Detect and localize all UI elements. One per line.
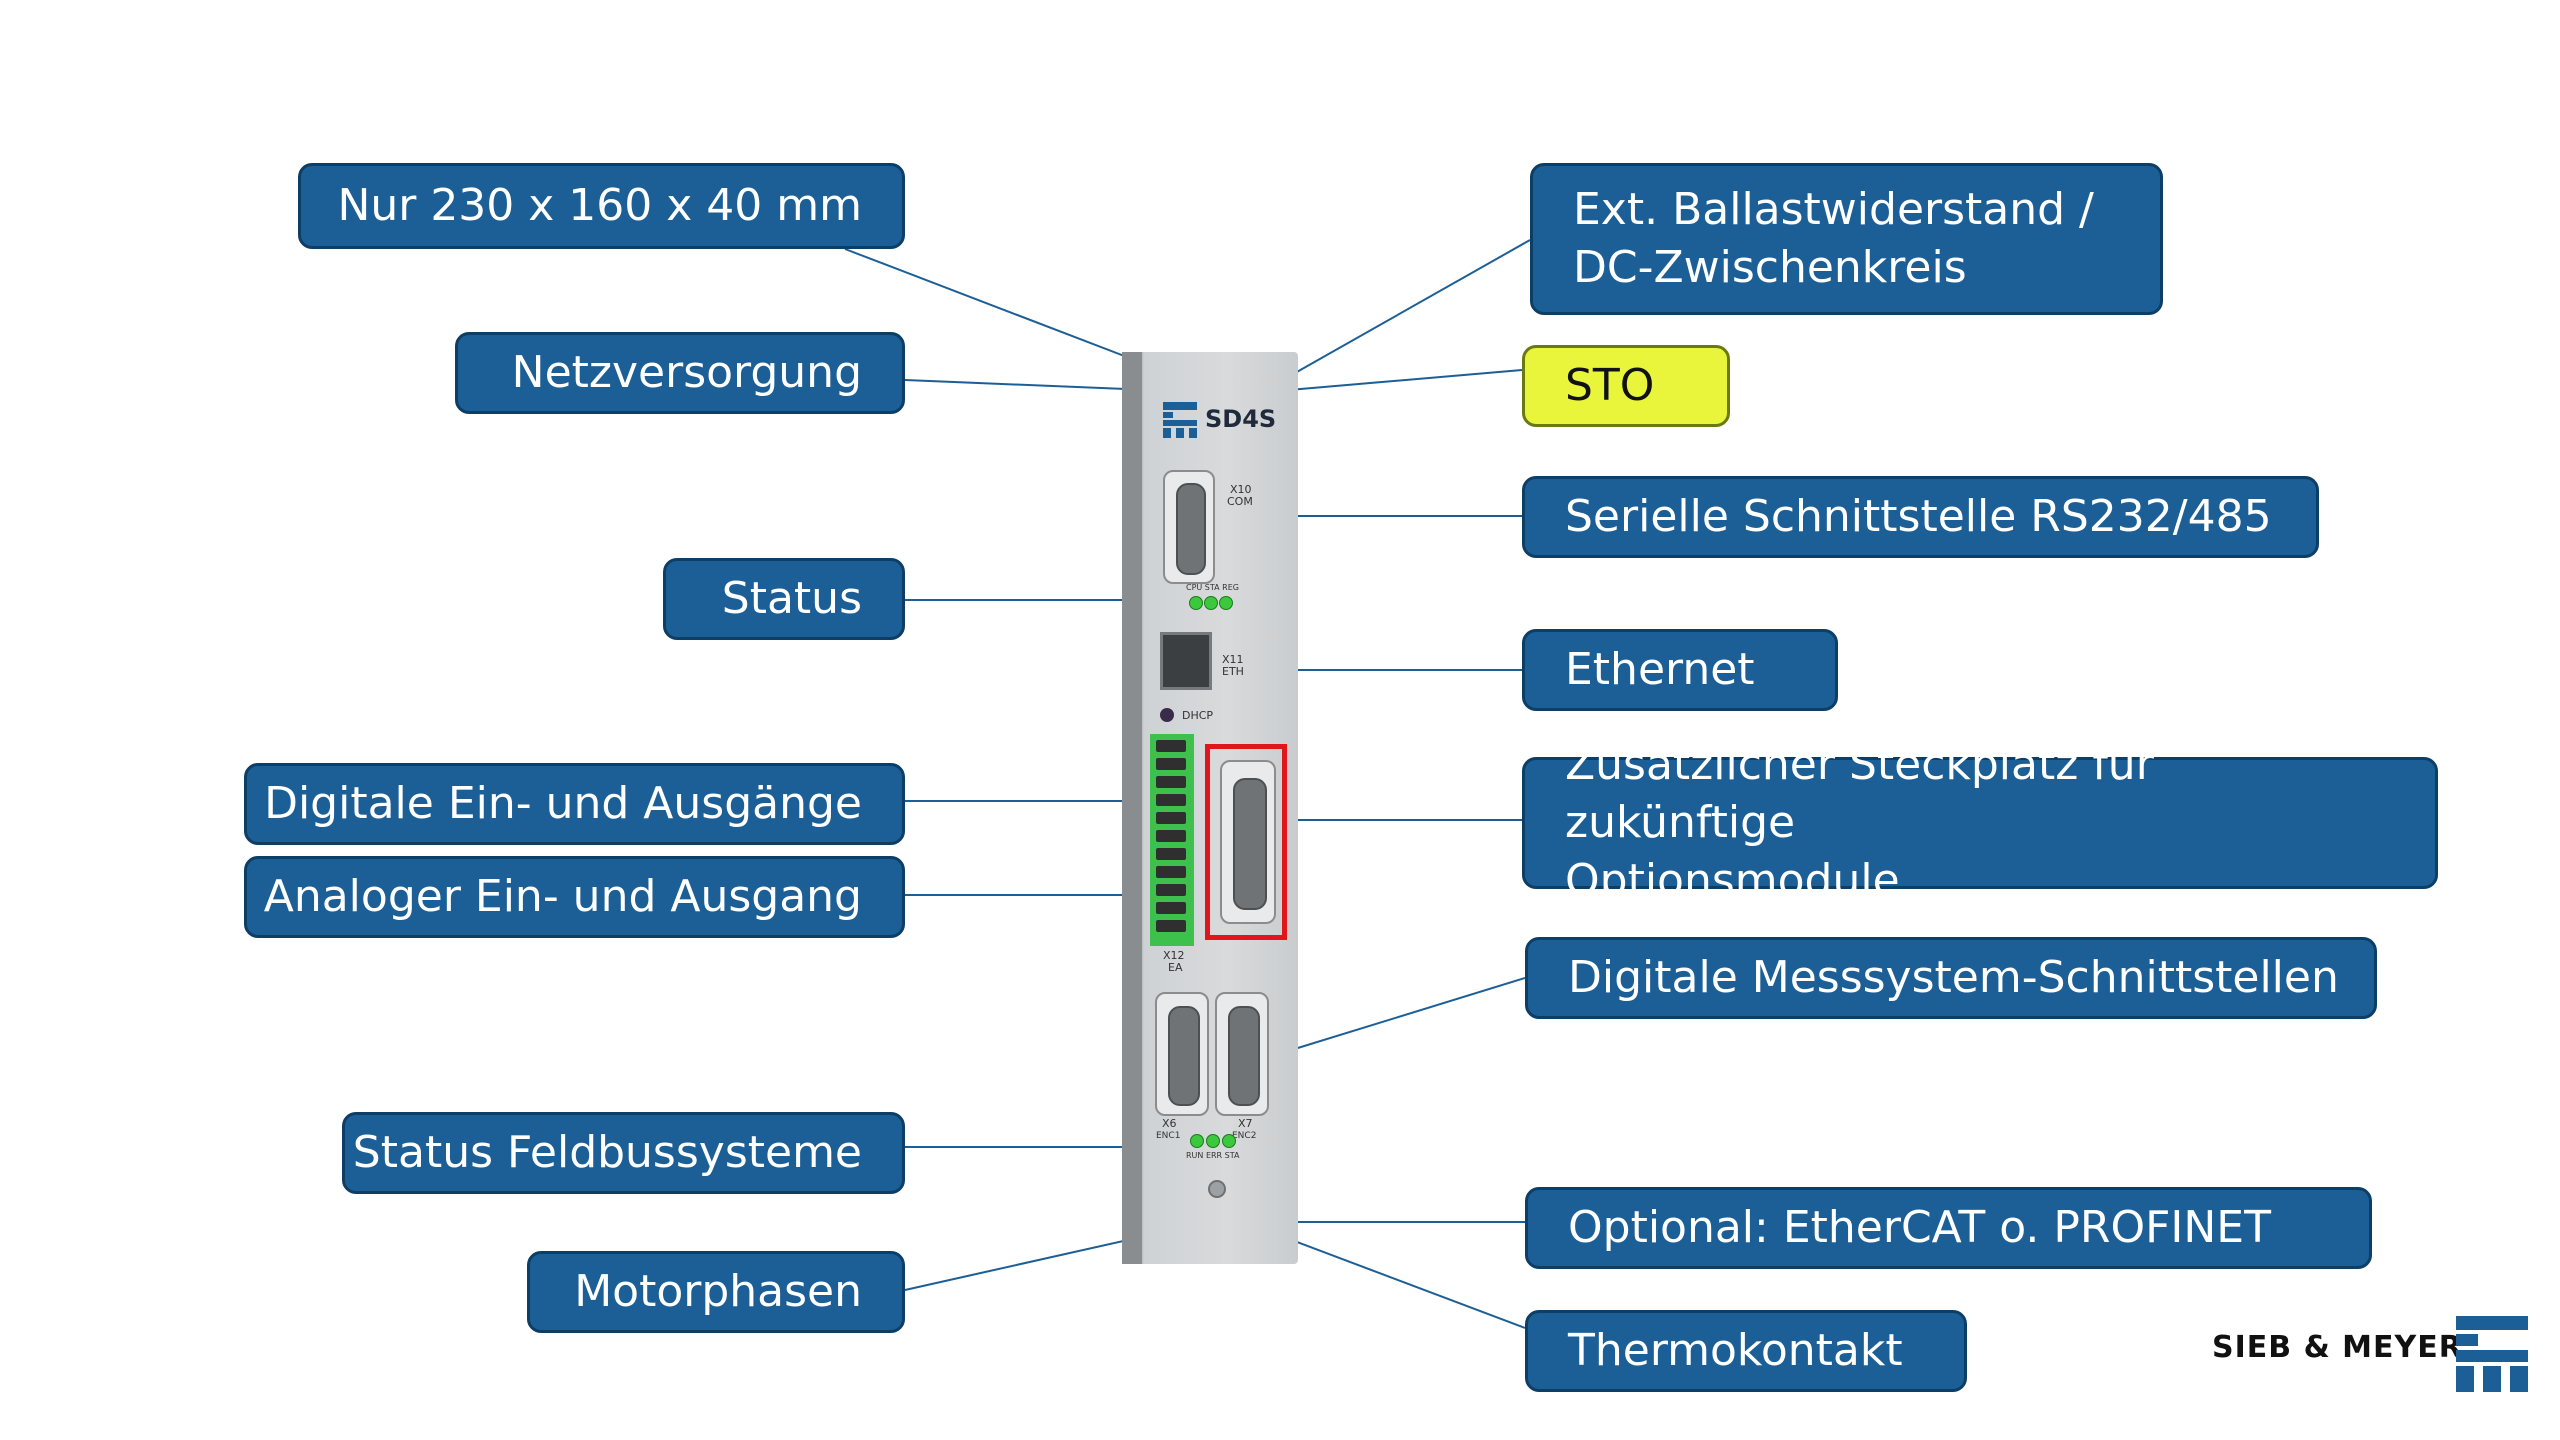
option-slot-highlight: [1205, 744, 1287, 940]
x7-label: X7: [1238, 1117, 1253, 1130]
callout-option-slot: Zusätzlicher Steckplatz für zukünftige O…: [1522, 739, 2438, 906]
line-power: [904, 379, 1151, 391]
line-thermo: [1259, 1227, 1526, 1329]
line-sto: [1264, 369, 1523, 393]
callout-option-slot-line2: Optionsmodule: [1565, 855, 1900, 906]
callout-power: Netzversorgung: [455, 332, 905, 414]
callout-ethercat-text: Optional: EtherCAT o. PROFINET: [1568, 1202, 2271, 1253]
x12-label: X12: [1163, 949, 1185, 962]
callout-ethernet-text: Ethernet: [1565, 644, 1755, 695]
x10-sub-label: COM: [1227, 495, 1253, 508]
callout-analog-io: Analoger Ein- und Ausgang: [244, 856, 905, 938]
callout-serial: Serielle Schnittstelle RS232/485: [1522, 476, 2319, 558]
callout-digital-io: Digitale Ein- und Ausgänge: [244, 763, 905, 845]
x12-sub-label: EA: [1168, 961, 1183, 974]
callout-thermo-text: Thermokontakt: [1568, 1325, 1903, 1376]
status-led-reg: [1219, 596, 1233, 610]
callout-serial-text: Serielle Schnittstelle RS232/485: [1565, 491, 2272, 542]
x11-label: X11: [1222, 653, 1244, 666]
x10-com-port: [1163, 470, 1215, 584]
x11-ethernet-port: [1160, 632, 1212, 690]
callout-ballast-line1: Ext. Ballastwiderstand /: [1573, 184, 2094, 235]
device-side-edge: [1122, 352, 1142, 1264]
status-led-sta: [1204, 596, 1218, 610]
bus-led-err: [1206, 1134, 1220, 1148]
status-led-cpu: [1189, 596, 1203, 610]
brand-logo-icon: [2456, 1316, 2528, 1392]
x6-label: X6: [1162, 1117, 1177, 1130]
line-motor-phases: [904, 1234, 1151, 1291]
x12-terminal-block: [1150, 734, 1194, 946]
bottom-screw: [1208, 1180, 1226, 1198]
callout-ballast-line2: DC-Zwischenkreis: [1573, 242, 1967, 293]
device-logo-icon: [1163, 402, 1197, 438]
callout-thermo: Thermokontakt: [1525, 1310, 1967, 1392]
callout-sto: STO: [1522, 345, 1730, 427]
callout-dimensions-text: Nur 230 x 160 x 40 mm: [337, 180, 862, 231]
callout-encoder: Digitale Messsystem-Schnittstellen: [1525, 937, 2377, 1019]
line-dimensions: [844, 248, 1141, 363]
callout-dimensions: Nur 230 x 160 x 40 mm: [298, 163, 905, 249]
brand-name: SIEB & MEYER: [2212, 1330, 2463, 1365]
option-slot-port: [1220, 760, 1276, 924]
x11-sub-label: ETH: [1222, 665, 1244, 678]
callout-encoder-text: Digitale Messsystem-Schnittstellen: [1568, 952, 2339, 1003]
bus-led-run: [1190, 1134, 1204, 1148]
callout-power-text: Netzversorgung: [511, 347, 862, 398]
bus-leds-label: RUN ERR STA: [1186, 1151, 1240, 1160]
callout-ethernet: Ethernet: [1522, 629, 1838, 711]
line-encoder: [1274, 977, 1526, 1056]
callout-motor-phases-text: Motorphasen: [574, 1266, 862, 1317]
callout-sto-text: STO: [1565, 360, 1655, 411]
callout-status: Status: [663, 558, 905, 640]
x7-sub-label: ENC2: [1232, 1131, 1257, 1141]
callout-fieldbus-status: Status Feldbussysteme: [342, 1112, 905, 1194]
x6-sub-label: ENC1: [1156, 1131, 1181, 1141]
device-model-label: SD4S: [1205, 405, 1277, 433]
callout-fieldbus-status-text: Status Feldbussysteme: [352, 1127, 862, 1178]
line-ballast: [1264, 239, 1531, 391]
callout-motor-phases: Motorphasen: [527, 1251, 905, 1333]
dhcp-button: [1160, 708, 1174, 722]
dhcp-label: DHCP: [1182, 709, 1214, 722]
callout-status-text: Status: [721, 573, 862, 624]
x6-encoder-port: [1155, 992, 1209, 1116]
callout-digital-io-text: Digitale Ein- und Ausgänge: [264, 778, 862, 829]
callout-analog-io-text: Analoger Ein- und Ausgang: [263, 871, 862, 922]
x7-encoder-port: [1215, 992, 1269, 1116]
status-leds-label: CPU STA REG: [1186, 583, 1239, 592]
callout-option-slot-line1: Zusätzlicher Steckplatz für zukünftige: [1565, 739, 2154, 848]
bus-led-sta: [1222, 1134, 1236, 1148]
callout-ethercat: Optional: EtherCAT o. PROFINET: [1525, 1187, 2372, 1269]
callout-ballast: Ext. Ballastwiderstand / DC-Zwischenkrei…: [1530, 163, 2163, 315]
x10-label: X10: [1230, 483, 1252, 496]
